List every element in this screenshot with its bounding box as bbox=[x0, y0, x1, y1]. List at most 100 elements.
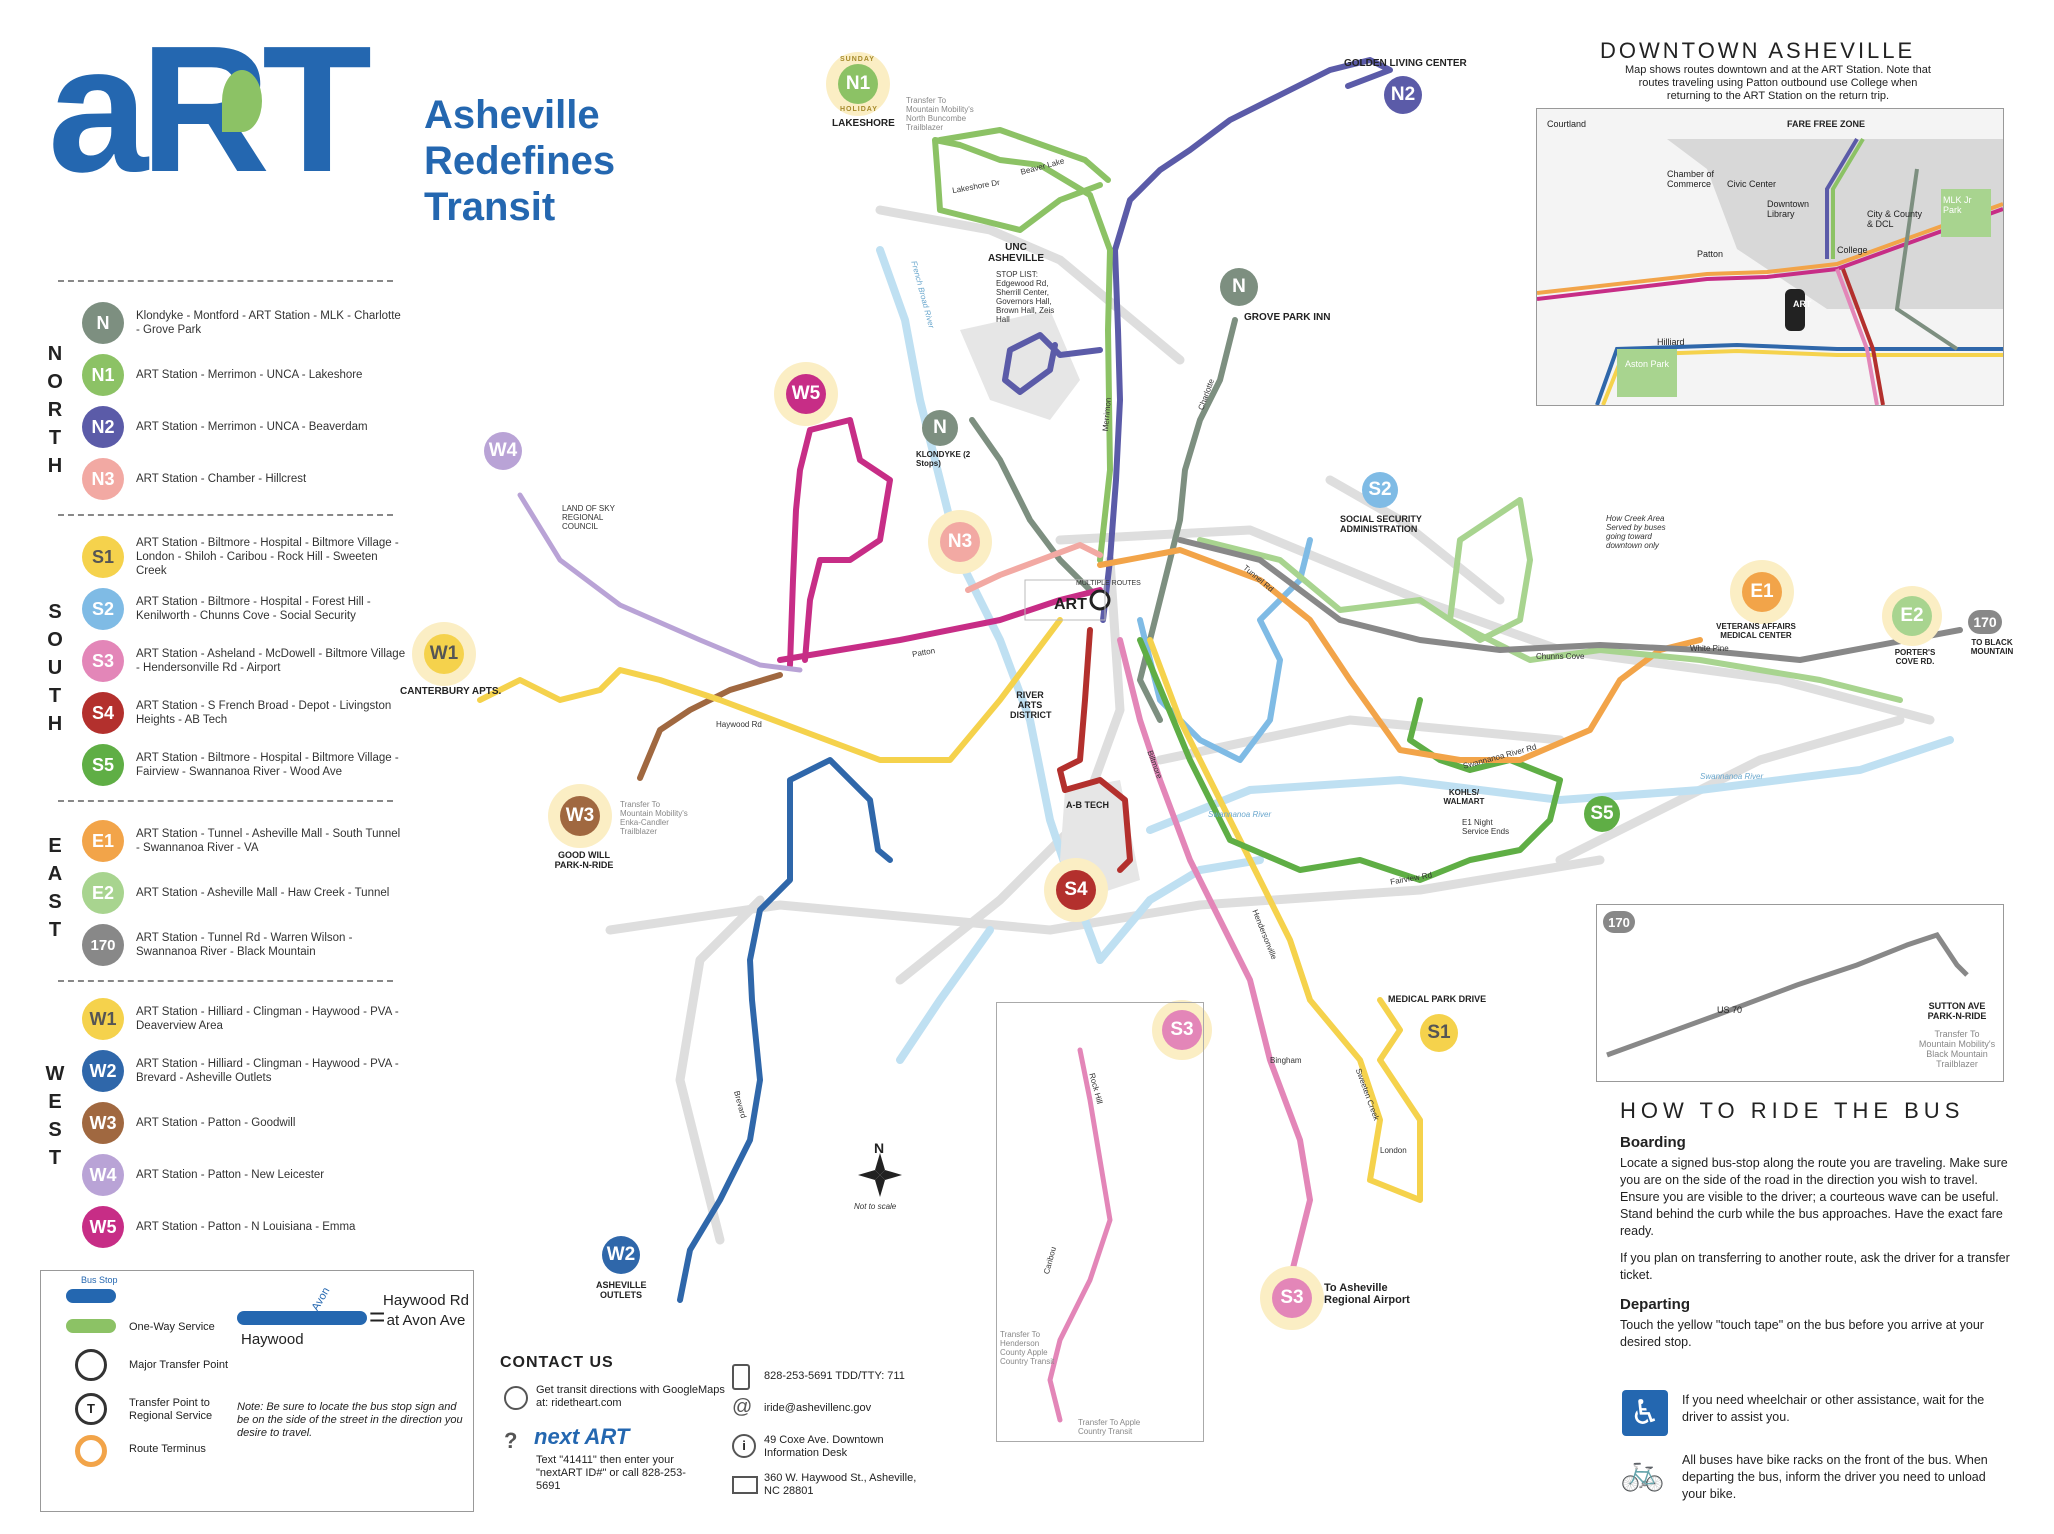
map-badge-n-grove[interactable]: N bbox=[1220, 268, 1258, 306]
how-to-ride-title: HOW TO RIDE THE BUS bbox=[1620, 1098, 1965, 1123]
route-n1-line[interactable] bbox=[932, 137, 1113, 563]
contact-directions[interactable]: Get transit directions with GoogleMaps a… bbox=[536, 1384, 725, 1409]
map-badge-s1[interactable]: S1 bbox=[1420, 1014, 1458, 1052]
map-badge-s2[interactable]: S2 bbox=[1362, 472, 1398, 508]
map-badge-n-klondyke[interactable]: N bbox=[922, 410, 958, 446]
map-badge-s5[interactable]: S5 bbox=[1584, 796, 1620, 832]
contact-section: CONTACT US Get transit directions with G… bbox=[500, 1354, 980, 1497]
route-w1-line[interactable] bbox=[477, 617, 1063, 763]
route-n2-line[interactable] bbox=[1100, 57, 1393, 623]
question-icon: ? bbox=[504, 1428, 518, 1453]
map-badge-w1[interactable]: W1 bbox=[424, 634, 464, 674]
route-170-line[interactable] bbox=[1177, 537, 1963, 663]
map-badge-e1[interactable]: E1 bbox=[1742, 572, 1782, 612]
art-station-label[interactable]: ART bbox=[1054, 596, 1087, 613]
globe-icon bbox=[504, 1386, 528, 1410]
route170-inset[interactable]: 170 US 70 SUTTON AVE PARK-N-RIDE Transfe… bbox=[1596, 904, 2004, 1082]
nextart-logo: next ART bbox=[534, 1424, 630, 1449]
canterbury-label: CANTERBURY APTS. bbox=[400, 686, 502, 697]
airport-label: To Asheville Regional Airport bbox=[1324, 1282, 1410, 1306]
map-badge-n2[interactable]: N2 bbox=[1384, 76, 1422, 114]
route-s1-line[interactable] bbox=[1147, 637, 1423, 1203]
map-badge-n1[interactable]: N1 bbox=[838, 64, 878, 104]
route-w2-line[interactable] bbox=[677, 757, 893, 1303]
route-n3-line[interactable] bbox=[965, 542, 1103, 593]
contact-email[interactable]: iride@ashevillenc.gov bbox=[764, 1402, 872, 1414]
multiple-routes-box bbox=[1024, 579, 1106, 621]
map-badge-s3-airport[interactable]: S3 bbox=[1162, 1010, 1202, 1050]
map-badge-e2[interactable]: E2 bbox=[1892, 596, 1932, 636]
contact-phone[interactable]: 828-253-5691 TDD/TTY: 711 bbox=[764, 1370, 905, 1382]
route-desc-n3: ART Station - Chamber - Hillcrest bbox=[136, 473, 307, 485]
route-n1-merrimon-loop[interactable] bbox=[937, 127, 1111, 183]
art-station-marker[interactable] bbox=[1089, 589, 1111, 611]
sutton-label: SUTTON AVE PARK-N-RIDE bbox=[1927, 1001, 1987, 1021]
lakeshore-transfer: Transfer To Mountain Mobility's North Bu… bbox=[906, 96, 974, 132]
black-mountain-label: TO BLACK MOUNTAIN bbox=[1970, 638, 2014, 656]
map-badge-w5[interactable]: W5 bbox=[786, 374, 826, 414]
map-badge-w4[interactable]: W4 bbox=[484, 432, 522, 470]
boarding-transfer-text: If you plan on transferring to another r… bbox=[1620, 1251, 2010, 1282]
route-s4-line[interactable] bbox=[1057, 627, 1133, 873]
ab-tech-label: A-B TECH bbox=[1066, 800, 1109, 810]
map-badge-w2[interactable]: W2 bbox=[602, 1236, 640, 1274]
haw-creek-note: How Creek Area Served by buses going tow… bbox=[1606, 514, 1666, 550]
land-of-sky-label: LAND OF SKY REGIONAL COUNCIL bbox=[562, 504, 615, 531]
contact-nextart[interactable]: Text "41411" then enter your "nextART ID… bbox=[536, 1454, 686, 1492]
route-badge-n: N bbox=[82, 302, 124, 344]
street-label: Haywood Rd bbox=[716, 720, 762, 729]
patton-label: Patton bbox=[1697, 249, 1724, 259]
legend-divider bbox=[58, 514, 393, 516]
downtown-title: DOWNTOWN ASHEVILLE bbox=[1600, 38, 1916, 63]
route-s3-line[interactable] bbox=[1117, 637, 1313, 1283]
route-badge-w2: W2 bbox=[82, 1050, 124, 1092]
map-badge-n3[interactable]: N3 bbox=[940, 522, 980, 562]
wheelchair-text: If you need wheelchair or other assistan… bbox=[1682, 1393, 1985, 1424]
route170-badge: 170 bbox=[1603, 911, 1635, 933]
route-s3-airport[interactable] bbox=[1047, 1047, 1113, 1423]
map-badge-s3[interactable]: S3 bbox=[1272, 1278, 1312, 1318]
map-badge-s4[interactable]: S4 bbox=[1056, 870, 1096, 910]
route-w4-line[interactable] bbox=[517, 492, 803, 673]
map-badge-w3[interactable]: W3 bbox=[560, 796, 600, 836]
route-w5-line[interactable] bbox=[787, 417, 893, 668]
route-n-line[interactable] bbox=[1137, 317, 1238, 723]
city-county-label: City & County & DCL bbox=[1867, 209, 1923, 229]
route-s5-line[interactable] bbox=[1137, 637, 1563, 883]
route-e2-line[interactable] bbox=[1197, 497, 1903, 703]
route-desc-s4: ART Station - S French Broad - Depot - L… bbox=[136, 700, 392, 726]
social-security-label: SOCIAL SECURITY ADMINISTRATION bbox=[1340, 514, 1422, 534]
route-desc-e2: ART Station - Asheville Mall - Haw Creek… bbox=[136, 887, 390, 899]
route-w3-line[interactable] bbox=[637, 672, 783, 781]
key-street-bottom: Haywood bbox=[241, 1331, 304, 1348]
route-patton-corridor[interactable] bbox=[777, 587, 1103, 663]
route-e1-line[interactable] bbox=[1097, 547, 1703, 763]
logo-tagline: Asheville Redefines Transit bbox=[424, 92, 615, 230]
downtown-inset-map[interactable]: FARE FREE ZONE Aston Park MLK Jr Park Ch… bbox=[1536, 108, 2004, 406]
map-badge-170[interactable]: 170 bbox=[1968, 610, 2002, 634]
logo-leaf-icon bbox=[222, 70, 262, 132]
route-n-klondyke[interactable] bbox=[969, 417, 1103, 603]
lakeshore-label: LAKESHORE bbox=[832, 118, 895, 129]
route-badge-n2: N2 bbox=[82, 406, 124, 448]
route-unca-loop[interactable] bbox=[1002, 332, 1103, 395]
